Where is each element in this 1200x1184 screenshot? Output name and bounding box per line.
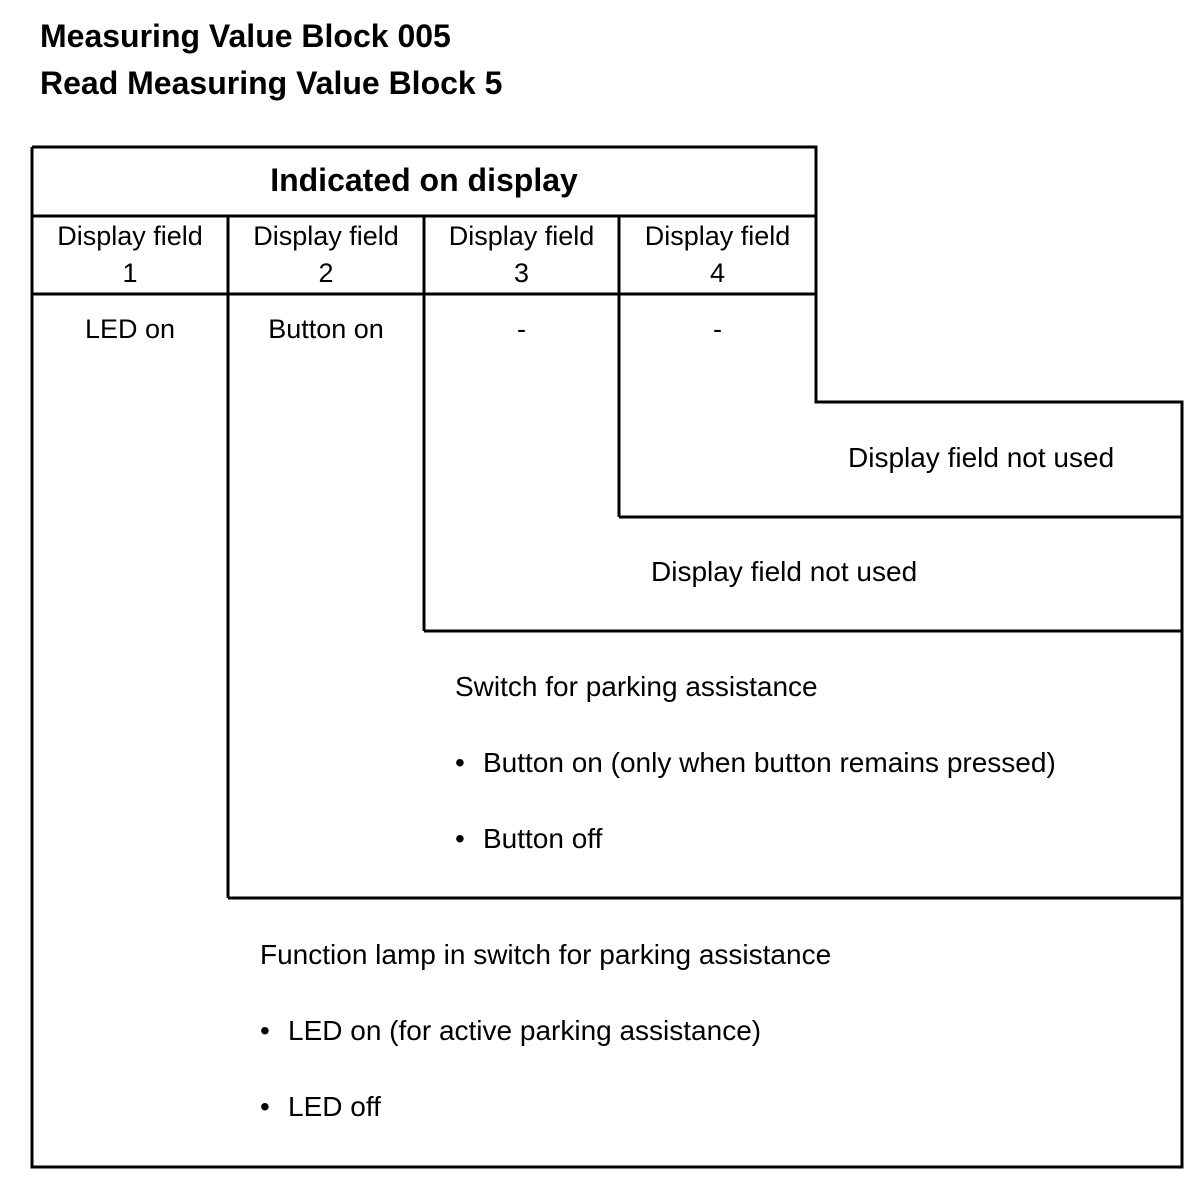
bullet-marker: •	[260, 1015, 270, 1046]
field1-bullet-1-text: LED on (for active parking assistance)	[288, 1015, 762, 1046]
value-field-2: Button on	[268, 314, 384, 344]
column-header-4: Display field 4	[619, 218, 816, 292]
value-field-4: -	[713, 314, 722, 344]
field2-bullet-1-text: Button on (only when button remains pres…	[483, 747, 1056, 778]
column-header-2: Display field 2	[228, 218, 424, 292]
field2-heading: Switch for parking assistance	[455, 671, 818, 702]
column-header-3-number: 3	[513, 258, 530, 288]
column-header-4-label: Display field	[644, 221, 791, 251]
value-field-3: -	[517, 314, 526, 344]
column-header-1: Display field 1	[32, 218, 228, 292]
field2-bullet-2: • Button off	[455, 823, 602, 855]
bullet-marker: •	[455, 747, 465, 778]
field1-bullet-1: • LED on (for active parking assistance)	[260, 1015, 761, 1047]
field2-bullet-1: • Button on (only when button remains pre…	[455, 747, 1056, 779]
field1-bullet-2: • LED off	[260, 1091, 381, 1123]
field2-bullet-2-text: Button off	[483, 823, 603, 854]
column-header-1-label: Display field	[57, 221, 203, 251]
bullet-marker: •	[260, 1091, 270, 1122]
field1-heading: Function lamp in switch for parking assi…	[260, 939, 832, 970]
field3-note: Display field not used	[651, 556, 918, 587]
outer-border	[30, 145, 1184, 1169]
page-title: Measuring Value Block 005	[40, 18, 451, 54]
column-header-3: Display field 3	[424, 218, 619, 292]
bullet-marker: •	[455, 823, 465, 854]
column-header-1-number: 1	[122, 258, 138, 288]
table-header: Indicated on display	[270, 162, 578, 198]
column-header-2-label: Display field	[253, 221, 399, 251]
field1-bullet-2-text: LED off	[288, 1091, 381, 1122]
column-header-3-label: Display field	[448, 221, 595, 251]
value-field-1: LED on	[84, 314, 176, 344]
page-subtitle: Read Measuring Value Block 5	[40, 65, 503, 101]
column-header-2-number: 2	[318, 258, 334, 288]
column-header-4-number: 4	[709, 258, 726, 288]
field4-note: Display field not used	[848, 442, 1115, 473]
